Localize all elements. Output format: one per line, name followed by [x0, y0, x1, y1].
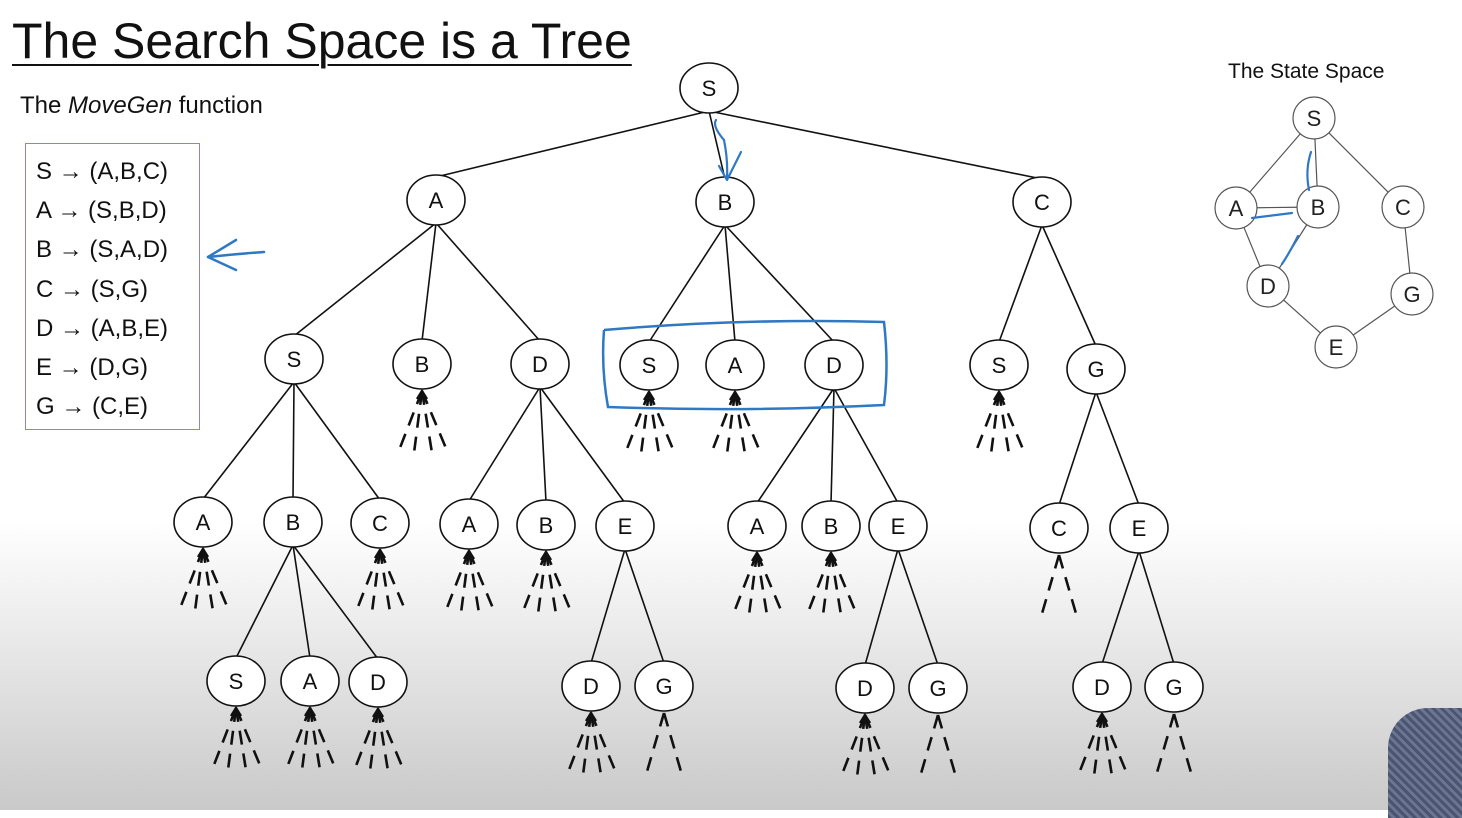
arrowhead [719, 152, 741, 180]
pen-stroke-state-space [1252, 213, 1292, 218]
presenter-video-thumbnail [1388, 708, 1462, 818]
highlight-box-children-of-B [603, 321, 886, 409]
pen-stroke-state-space [1282, 236, 1298, 264]
pen-stroke-state-space [1307, 152, 1311, 190]
